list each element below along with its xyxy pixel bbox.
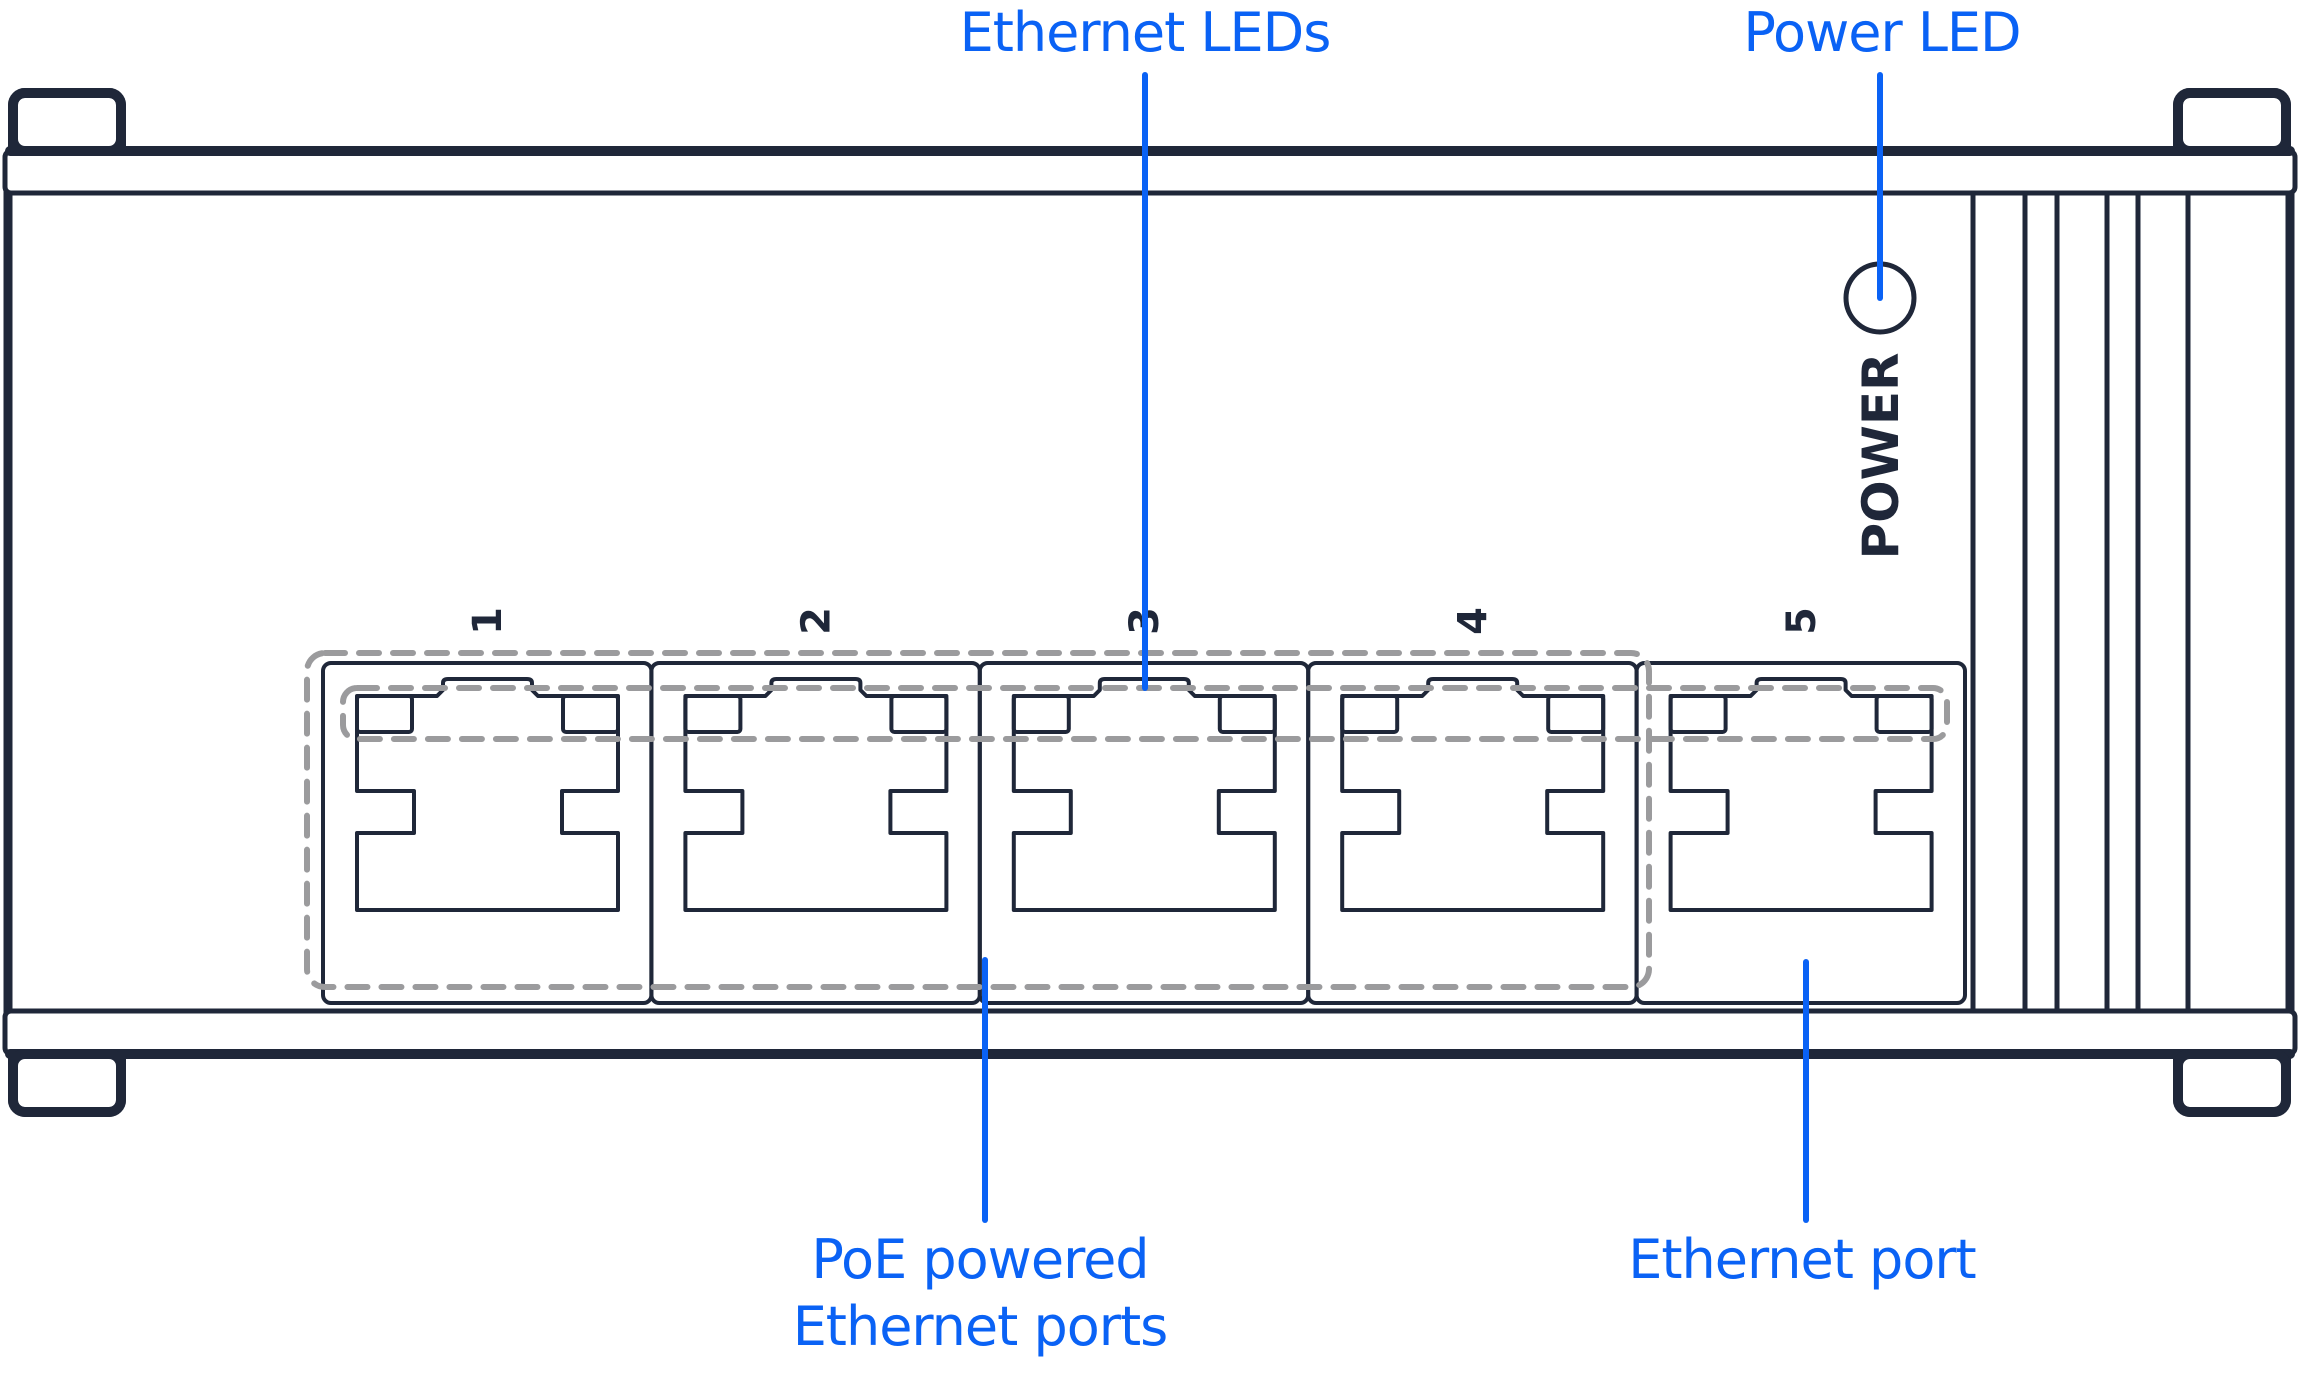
port-led-left [1011, 694, 1071, 734]
port-led-left [1668, 694, 1728, 734]
callout-poe-ports-line2: Ethernet ports [793, 1295, 1168, 1358]
callout-poe-ports-line1: PoE powered [811, 1228, 1148, 1291]
callout-ethernet-leds: Ethernet LEDs [960, 1, 1331, 64]
rj45-jack-outline [1011, 677, 1277, 912]
bottom-rail [2, 1008, 2298, 1057]
ethernet-ports: 12345 [321, 607, 1967, 1005]
port-housing [1634, 661, 1967, 1005]
port-number-label: 2 [794, 607, 840, 635]
port-led-left [355, 694, 414, 734]
port-number-label: 4 [1450, 607, 1496, 635]
ethernet-port-5[interactable]: 5 [1634, 607, 1967, 1005]
foot-bottom-right-cover [2173, 1049, 2291, 1117]
rj45-jack-outline [1668, 677, 1934, 912]
top-rail [2, 148, 2298, 196]
port-led-right [1217, 694, 1277, 734]
rj45-jack-outline [355, 677, 620, 912]
callout-ethernet-port: Ethernet port [1628, 1228, 1975, 1291]
callout-power-led: Power LED [1743, 1, 2020, 64]
port-led-right [1546, 694, 1606, 734]
rj45-jack-outline [1340, 677, 1606, 912]
port-number-label: 5 [1779, 607, 1825, 635]
port-led-right [1874, 694, 1934, 734]
port-led-right [561, 694, 620, 734]
port-led-left [1340, 694, 1400, 734]
poe-ports-group-outline [304, 650, 1652, 990]
port-led-right [889, 694, 949, 734]
port-led-left [683, 694, 743, 734]
device-body [2, 88, 2298, 1117]
foot-bottom-left-cover [8, 1049, 126, 1117]
foot-top-right-cover [2173, 88, 2291, 156]
foot-top-left-cover [8, 88, 126, 156]
body-outline [3, 185, 2295, 1019]
heatsink-fins [1970, 190, 2191, 1014]
rj45-jack-outline [683, 677, 949, 912]
ethernet-port-1[interactable]: 1 [321, 607, 654, 1005]
port-number-label: 1 [465, 607, 511, 635]
power-label: POWER [1852, 353, 1910, 560]
